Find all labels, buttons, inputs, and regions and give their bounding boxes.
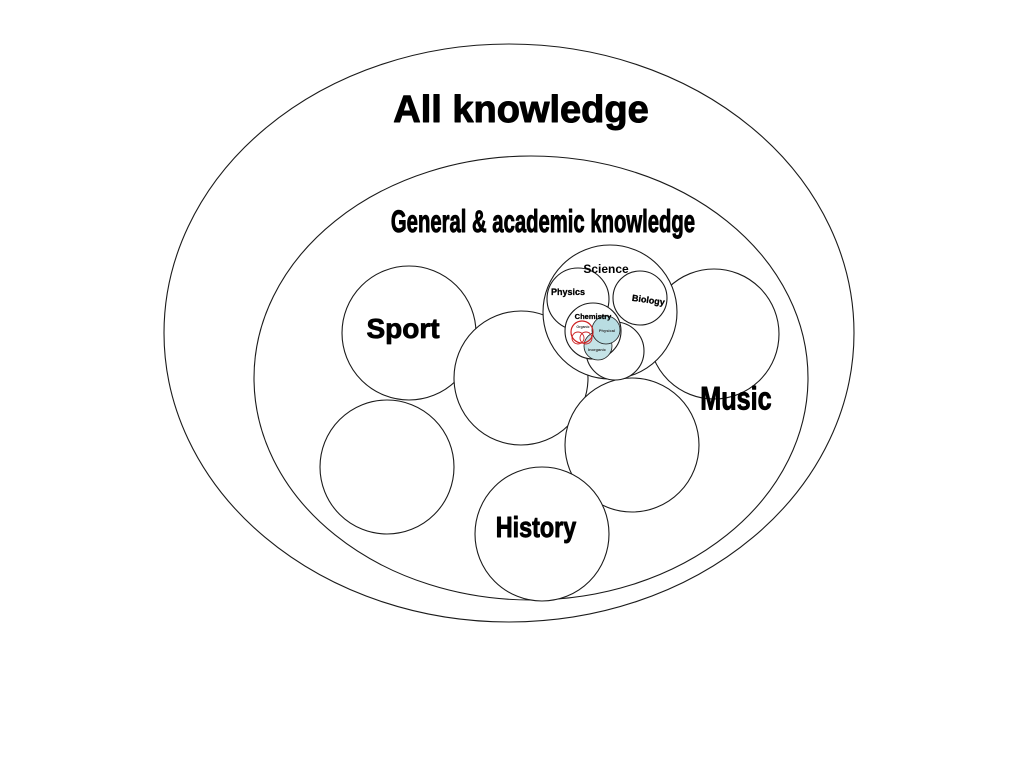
sport-label: Sport — [366, 313, 439, 344]
organic-ring-icon — [579, 331, 593, 345]
unlabeled-circle-right — [564, 377, 700, 513]
unlabeled-circle-left — [319, 399, 455, 535]
music-label: Music — [700, 382, 771, 418]
biology-circle — [612, 270, 668, 326]
chemistry-label: Chemistry — [575, 312, 613, 321]
organic-ring-icon — [571, 331, 585, 345]
history-label: History — [496, 511, 577, 544]
physics-label: Physics — [551, 287, 585, 297]
organic-label: Organic — [576, 325, 589, 329]
physical-label: Physical — [599, 328, 615, 333]
physical-chemistry-circle — [591, 315, 621, 345]
general-academic-label: General & academic knowledge — [391, 203, 695, 239]
all-knowledge-ellipse — [163, 43, 855, 623]
inorganic-label: Inorganic — [588, 347, 607, 352]
history-circle — [474, 466, 610, 602]
biology-label: Biology — [631, 293, 665, 307]
all-knowledge-label: All knowledge — [393, 89, 648, 131]
science-label: Science — [583, 262, 629, 276]
